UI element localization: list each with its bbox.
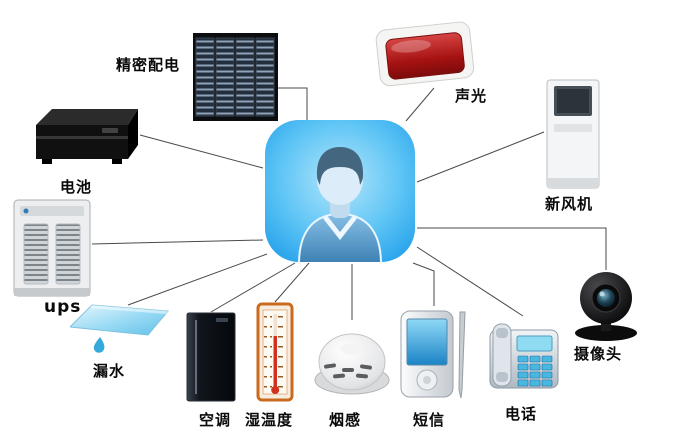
connector-battery [139,134,264,169]
connector-sms [412,262,435,306]
label-smoke-detector: 烟感 [329,411,362,429]
label-camera: 摄像头 [574,345,623,363]
center-user-hub-icon [263,118,417,264]
battery-image [28,95,140,173]
smoke-detector-image [312,320,392,398]
connector-water-leak [127,253,268,306]
fresh-air-unit-image [544,78,602,190]
label-water-leak: 漏水 [93,362,126,380]
label-power-distribution: 精密配电 [116,56,181,74]
water-leak-image [70,303,170,358]
label-sound-light-alarm: 声光 [455,87,488,105]
label-telephone: 电话 [505,405,538,423]
temp-humidity-image [254,302,296,402]
label-temp-humidity: 湿温度 [245,411,294,429]
connector-sound-light-alarm [405,87,435,122]
connector-camera [417,227,607,270]
sound-light-alarm-image [368,20,480,90]
label-fresh-air-unit: 新风机 [545,195,594,213]
telephone-image [486,316,560,394]
label-air-conditioner: 空调 [199,411,232,429]
sms-device-image [398,306,470,402]
connector-ups [91,239,264,245]
camera-image [562,270,650,342]
label-sms: 短信 [413,411,446,429]
server-rack-image [193,33,278,121]
label-battery: 电池 [60,178,93,196]
ups-image [12,198,92,298]
connector-fresh-air-unit [416,131,545,183]
connector-temp-humidity [274,262,310,303]
label-ups: ups [44,297,82,317]
air-conditioner-image [186,312,236,402]
connector-power-distribution [278,87,308,120]
